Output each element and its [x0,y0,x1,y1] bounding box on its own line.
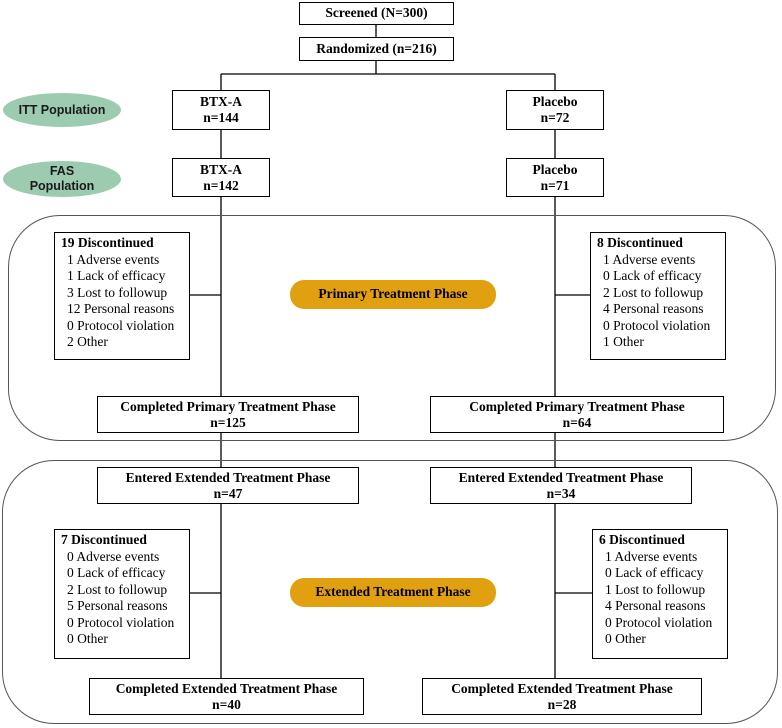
randomized-box: Randomized (n=216) [299,37,454,61]
placebo-fas-n: n=71 [540,178,570,193]
discontinued-item: 0 Lack of efficacy [603,268,702,283]
discontinued-item: 0 Protocol violation [67,317,175,333]
placebo-itt-box: Placebo n=72 [506,90,604,130]
discontinued-item: 1 Adverse events [605,548,698,564]
discontinued-item: 0 Other [605,631,646,646]
discontinued-title: 6 Discontinued [599,532,685,547]
discontinued-item: 5 Personal reasons [67,598,168,613]
primary-phase-frame [8,215,776,441]
discontinued-title: 8 Discontinued [597,235,683,250]
placebo-fas-box: Placebo n=71 [506,158,604,197]
discontinued-item: 0 Protocol violation [67,614,175,630]
btxa-extended-completed-box: Completed Extended Treatment Phase n=40 [89,678,364,715]
discontinued-item: 0 Protocol violation [605,614,713,630]
placebo-extended-completed-box: Completed Extended Treatment Phase n=28 [422,678,702,715]
discontinued-item: 0 Lack of efficacy [605,565,704,580]
placebo-extended-completed-name: Completed Extended Treatment Phase [451,681,673,696]
extended-phase-label: Extended Treatment Phase [315,584,471,599]
itt-population-oval: ITT Population [3,93,121,127]
placebo-extended-discontinued-box: 6 Discontinued 1 Adverse events 0 Lack o… [592,529,728,659]
btxa-primary-completed-box: Completed Primary Treatment Phase n=125 [97,396,359,433]
btxa-fas-box: BTX-A n=142 [172,158,270,197]
btxa-fas-n: n=142 [203,178,239,193]
screened-box: Screened (N=300) [299,2,454,25]
primary-phase-pill: Primary Treatment Phase [290,280,496,309]
btxa-itt-box: BTX-A n=144 [172,90,270,130]
btxa-primary-discontinued-box: 19 Discontinued 1 Adverse events 1 Lack … [54,232,190,360]
discontinued-item: 2 Lost to followup [67,581,168,597]
btxa-extended-discontinued-box: 7 Discontinued 0 Adverse events 0 Lack o… [54,529,190,659]
btxa-primary-completed-name: Completed Primary Treatment Phase [120,399,336,414]
discontinued-item: 2 Other [67,334,108,349]
placebo-extended-entered-n: n=34 [546,486,576,501]
btxa-extended-completed-n: n=40 [212,697,241,712]
placebo-primary-discontinued-box: 8 Discontinued 1 Adverse events 0 Lack o… [590,232,726,360]
btxa-extended-completed-name: Completed Extended Treatment Phase [115,681,338,696]
discontinued-item: 1 Lost to followup [605,581,706,597]
screened-label: Screened (N=300) [325,5,428,20]
btxa-fas-name: BTX-A [199,162,242,177]
placebo-primary-completed-box: Completed Primary Treatment Phase n=64 [430,396,724,433]
primary-phase-label: Primary Treatment Phase [318,286,468,301]
discontinued-item: 4 Personal reasons [605,598,706,613]
discontinued-item: 0 Protocol violation [603,317,711,333]
extended-phase-pill: Extended Treatment Phase [290,578,496,607]
discontinued-item: 1 Adverse events [603,251,696,267]
discontinued-item: 0 Lack of efficacy [67,565,166,580]
placebo-itt-name: Placebo [532,94,578,109]
placebo-extended-completed-n: n=28 [547,697,577,712]
discontinued-item: 1 Adverse events [67,251,160,267]
discontinued-item: 0 Other [67,631,108,646]
discontinued-item: 2 Lost to followup [603,284,704,300]
fas-population-label-line2: Population [29,179,95,193]
fas-population-oval: FAS Population [3,161,121,197]
placebo-fas-name: Placebo [532,162,578,177]
placebo-primary-completed-name: Completed Primary Treatment Phase [469,399,685,414]
placebo-extended-entered-box: Entered Extended Treatment Phase n=34 [430,467,692,504]
btxa-primary-completed-n: n=125 [210,415,246,430]
discontinued-title: 7 Discontinued [61,532,147,547]
discontinued-item: 0 Adverse events [67,548,160,564]
placebo-primary-completed-n: n=64 [562,415,592,430]
btxa-itt-name: BTX-A [199,94,242,109]
btxa-extended-entered-box: Entered Extended Treatment Phase n=47 [97,467,359,504]
randomized-label: Randomized (n=216) [316,41,437,56]
fas-population-label-line1: FAS [49,164,75,178]
discontinued-item: 1 Lack of efficacy [67,268,166,283]
btxa-extended-entered-n: n=47 [213,486,243,501]
extended-phase-frame [2,460,778,724]
itt-population-label: ITT Population [18,102,106,117]
discontinued-item: 4 Personal reasons [603,301,704,316]
discontinued-item: 1 Other [603,334,644,349]
discontinued-item: 12 Personal reasons [67,301,175,316]
placebo-extended-entered-name: Entered Extended Treatment Phase [458,470,664,485]
btxa-extended-entered-name: Entered Extended Treatment Phase [125,470,331,485]
discontinued-item: 3 Lost to followup [67,284,168,300]
discontinued-title: 19 Discontinued [61,235,154,250]
btxa-itt-n: n=144 [203,110,239,125]
placebo-itt-n: n=72 [540,110,570,125]
